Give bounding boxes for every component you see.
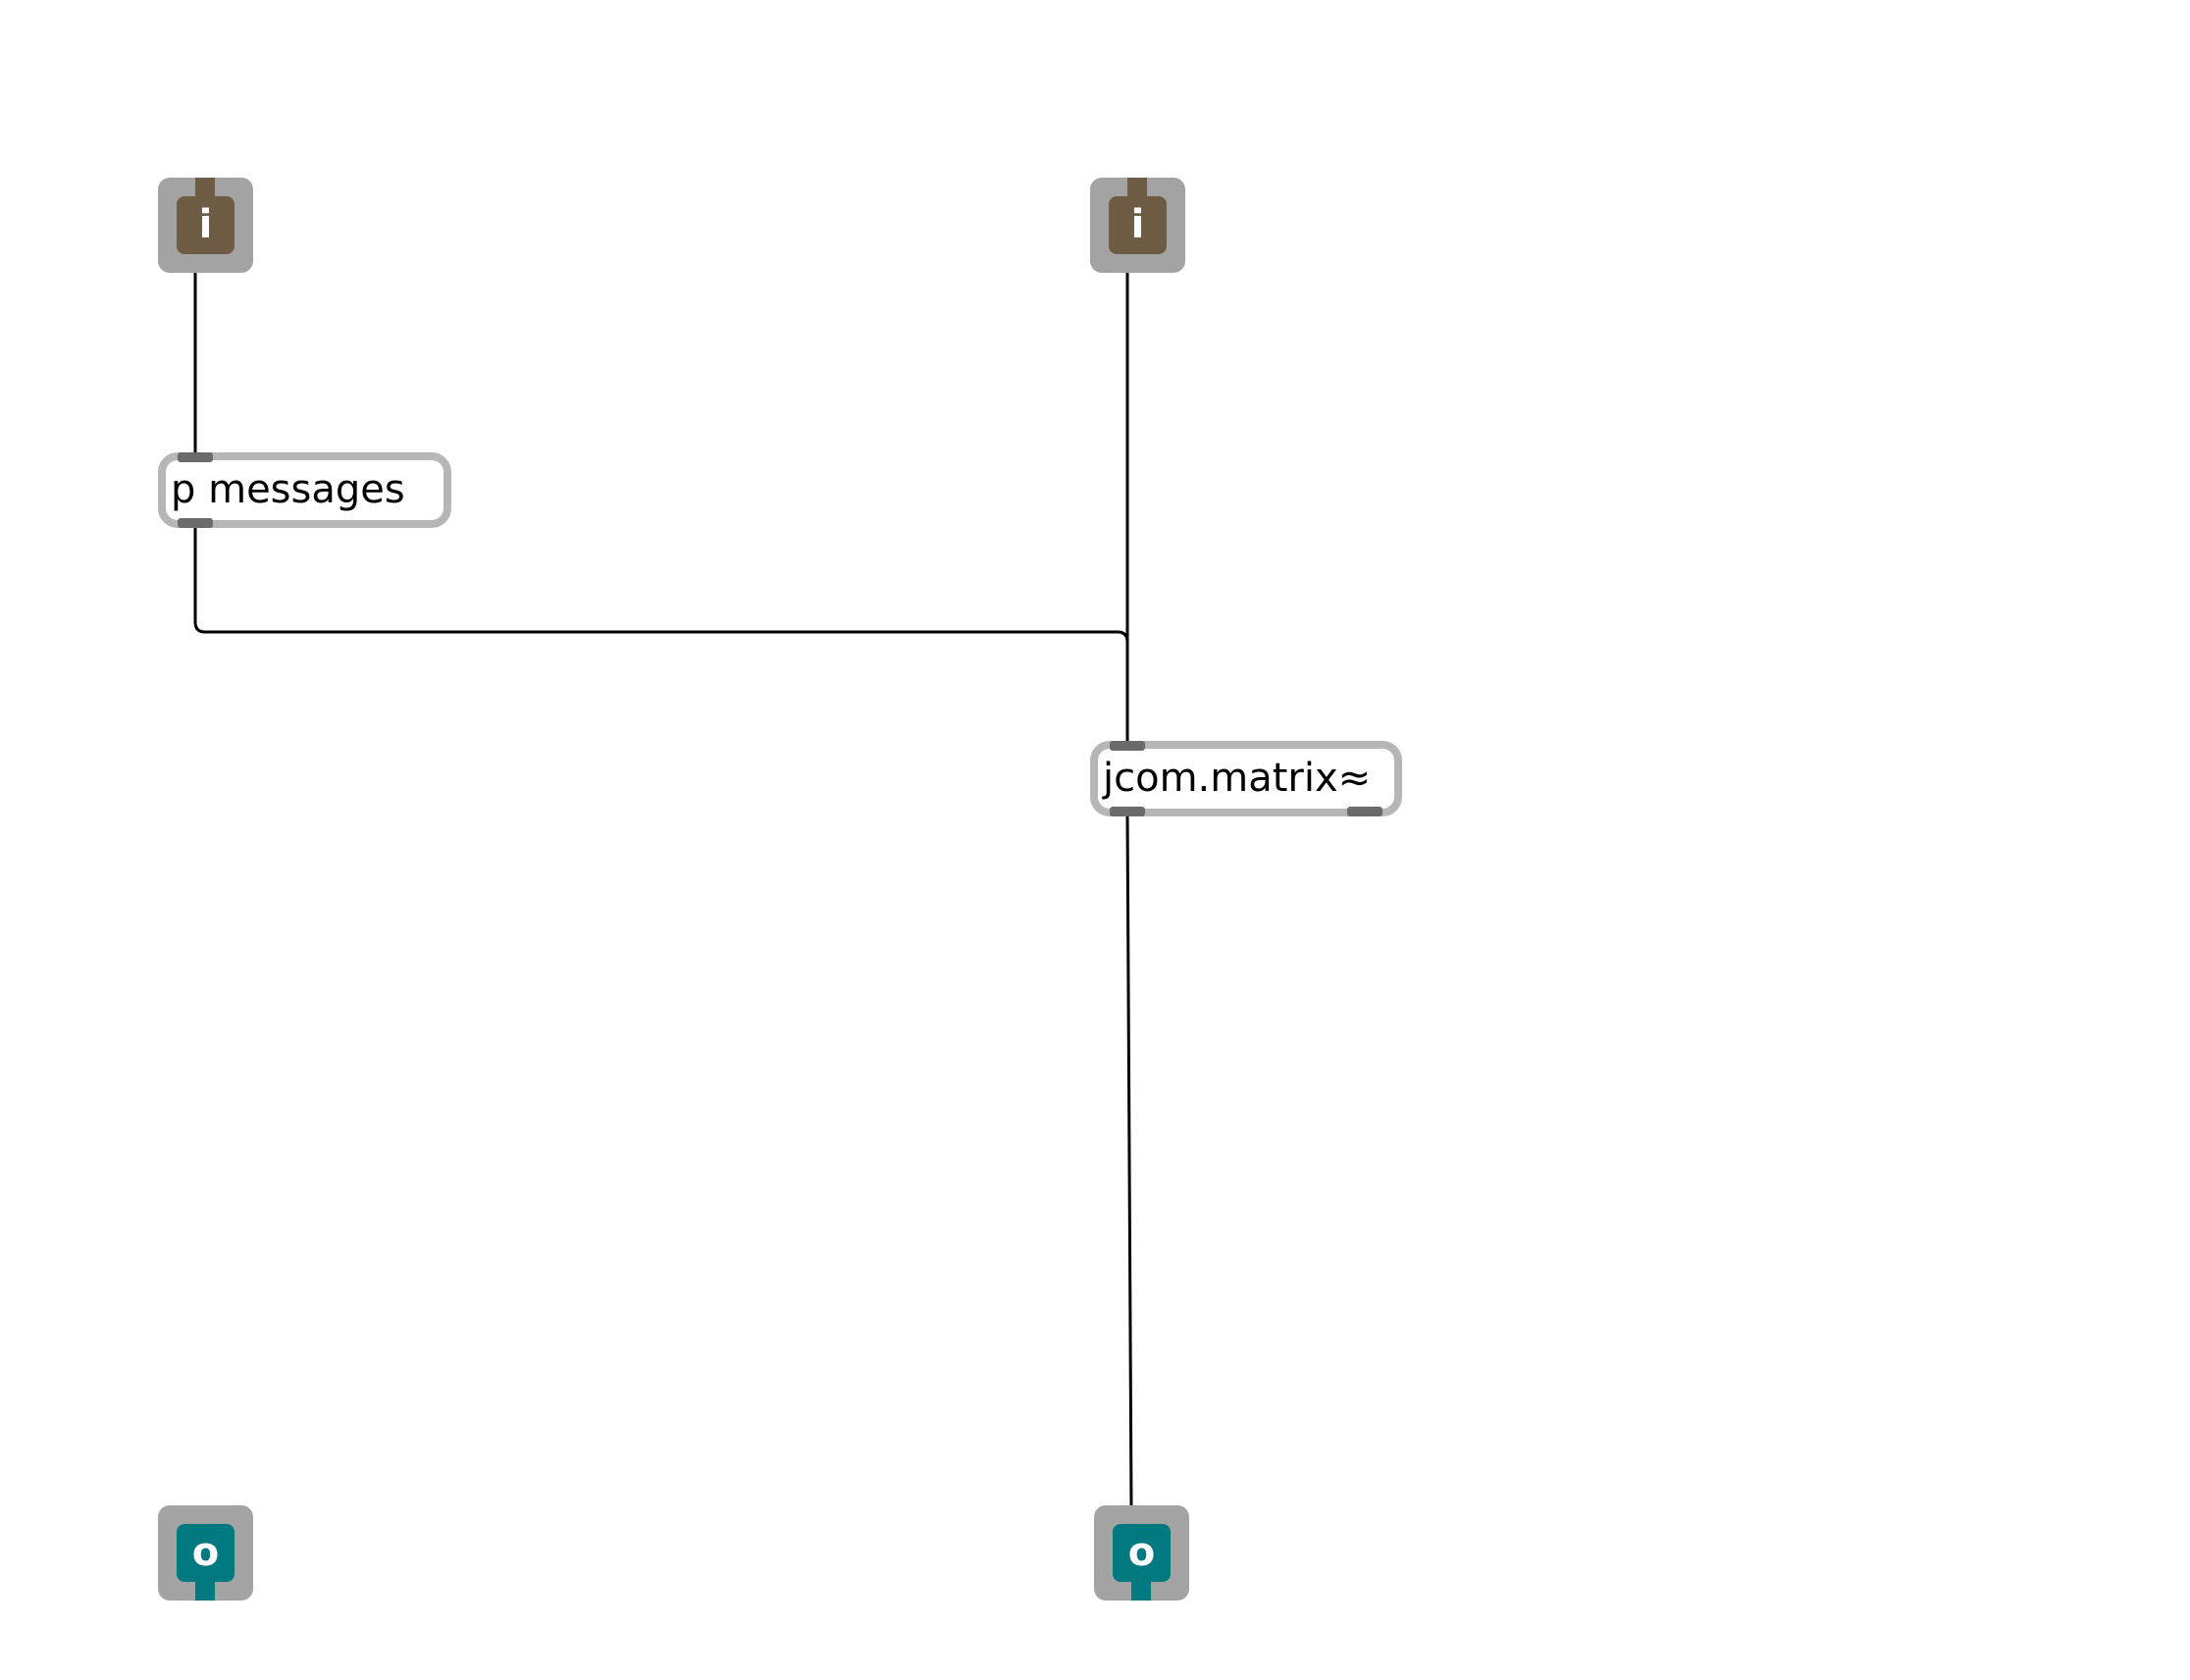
inlet-stem <box>195 178 215 199</box>
object-box-text: p messages <box>171 467 405 512</box>
outlet-2[interactable]: o <box>1094 1505 1189 1601</box>
outlet-stem <box>195 1579 215 1601</box>
outlet-stem <box>1131 1579 1151 1601</box>
outlet-icon: o <box>177 1524 235 1582</box>
object-box-p-messages[interactable]: p messages <box>158 452 451 528</box>
patch-cord-messages-to-matrix[interactable] <box>193 523 1129 744</box>
outlet-1[interactable]: o <box>158 1505 253 1601</box>
inlet-icon: i <box>177 196 235 254</box>
object-box-jcom-matrix[interactable]: jcom.matrix≈ <box>1090 741 1402 816</box>
patch-cord-matrix-to-outlet2[interactable] <box>1125 812 1133 1509</box>
inlet-1[interactable]: i <box>158 178 253 273</box>
outlet-nub[interactable] <box>1110 807 1145 816</box>
outlet-nub[interactable] <box>178 518 213 528</box>
object-box-text: jcom.matrix≈ <box>1103 756 1372 801</box>
outlet-icon: o <box>1113 1524 1171 1582</box>
outlet-nub[interactable] <box>1347 807 1382 816</box>
inlet-nub[interactable] <box>1110 741 1145 751</box>
inlet-stem <box>1127 178 1147 199</box>
inlet-2[interactable]: i <box>1090 178 1185 273</box>
inlet-icon: i <box>1109 196 1167 254</box>
inlet-nub[interactable] <box>178 452 213 462</box>
